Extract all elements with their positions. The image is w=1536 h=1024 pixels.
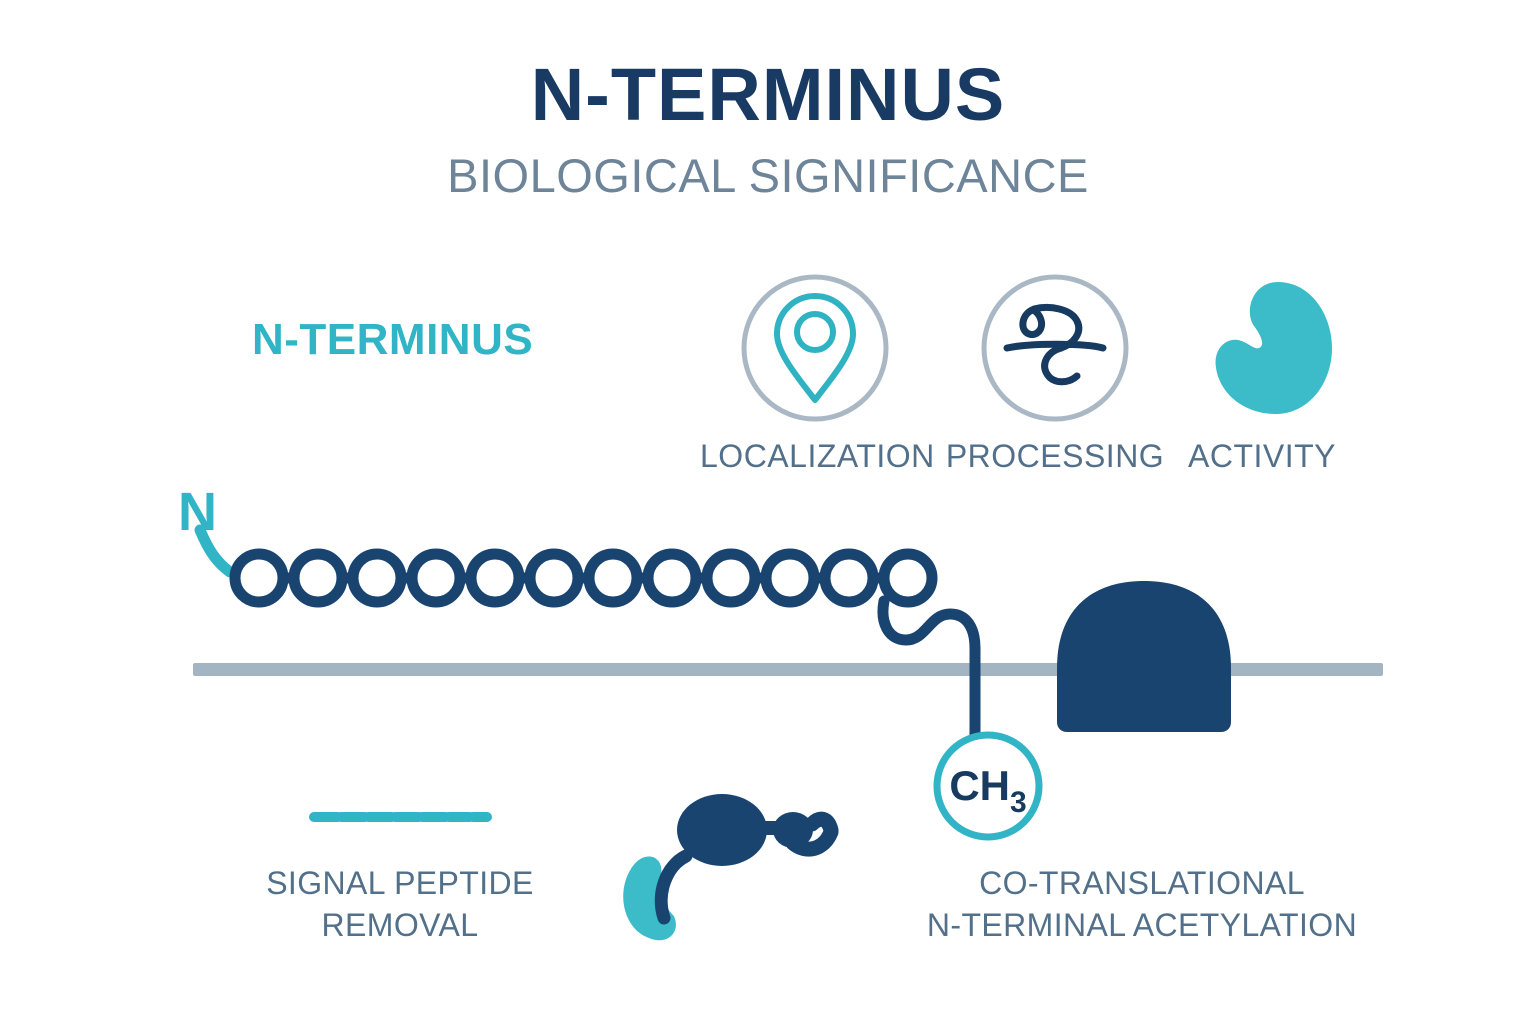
map-pin-icon — [700, 268, 930, 428]
caption-acetylation-line2: N-TERMINAL ACETYLATION — [926, 907, 1358, 944]
caption-signal-peptide-removal: SIGNAL PEPTIDE REMOVAL — [205, 862, 595, 946]
feature-label-activity: ACTIVITY — [1187, 438, 1336, 474]
n-terminus-letter-label: N — [178, 482, 217, 542]
methyl-group-circle — [933, 731, 1043, 841]
caption-acetylation: CO-TRANSLATIONAL N-TERMINAL ACETYLATION — [900, 862, 1384, 946]
methyl-label-subscript: 3 — [1010, 786, 1027, 819]
membrane-line — [193, 663, 1383, 676]
cleaved-peptide-figure — [623, 794, 839, 941]
peptide-bead-chain — [229, 548, 938, 608]
methyl-group-label: CH3 — [949, 762, 1026, 819]
page-subtitle: BIOLOGICAL SIGNIFICANCE — [447, 149, 1089, 202]
kidney-bean-icon — [1147, 268, 1377, 428]
feature-localization[interactable]: LOCALIZATION — [700, 268, 935, 474]
protein-squiggle-icon — [940, 268, 1170, 428]
feature-label-processing: PROCESSING — [945, 438, 1165, 474]
methyl-label-text: CH — [949, 762, 1010, 809]
feature-activity[interactable]: ACTIVITY — [1147, 268, 1377, 472]
feature-label-localization: LOCALIZATION — [700, 438, 935, 474]
caption-signal-line2: REMOVAL — [321, 907, 479, 944]
acetyl-linker — [877, 595, 981, 751]
membrane-receptor-dome — [1057, 581, 1231, 732]
page-title: N-TERMINUS — [530, 53, 1006, 136]
n-terminal-tail — [194, 524, 236, 578]
caption-signal-line1: SIGNAL PEPTIDE — [266, 865, 534, 901]
section-heading-n-terminus: N-TERMINUS — [252, 315, 534, 364]
feature-processing[interactable]: PROCESSING — [940, 268, 1170, 472]
caption-acetylation-line1: CO-TRANSLATIONAL — [979, 865, 1305, 901]
